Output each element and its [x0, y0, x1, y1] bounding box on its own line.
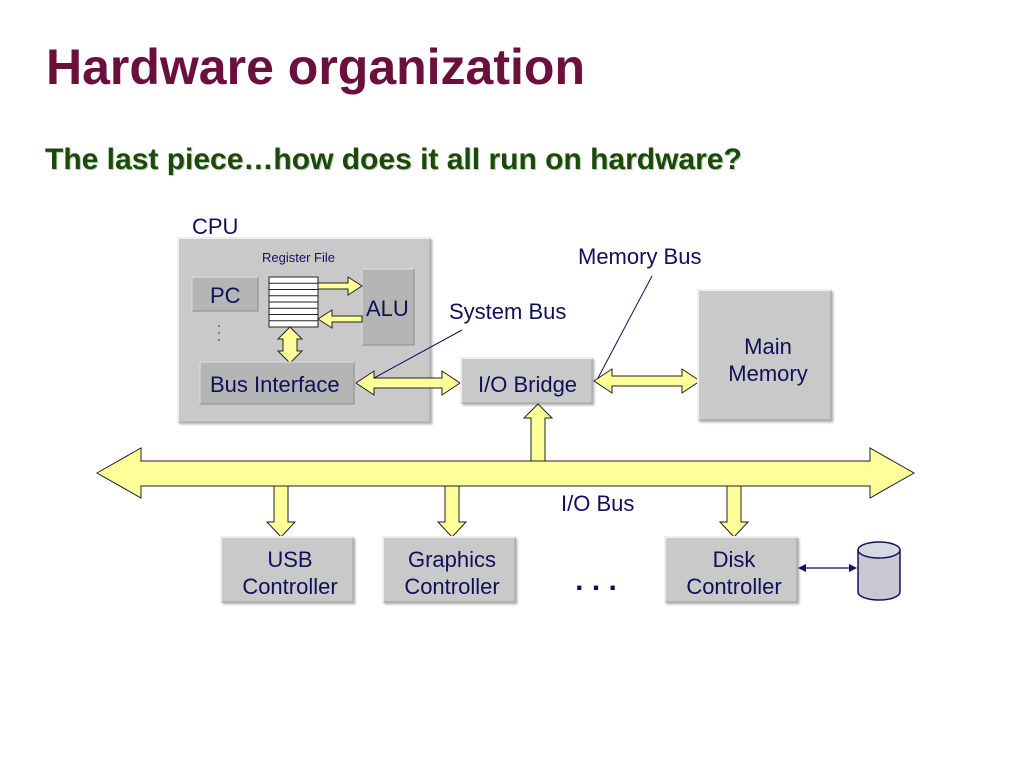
memory-bus-arrow — [593, 368, 701, 394]
slide-title: Hardware organization — [46, 39, 585, 95]
main-memory-block — [697, 289, 832, 421]
graphics-controller-block — [382, 536, 516, 603]
pc-dots — [218, 325, 220, 341]
io-bridge-block — [460, 357, 593, 404]
bus-interface-label: Bus Interface — [210, 372, 340, 397]
usb-controller-block — [220, 536, 354, 603]
usb-controller-label-line2: Controller — [242, 574, 337, 599]
disk-controller-block — [664, 536, 798, 603]
io-bus-label: I/O Bus — [561, 491, 634, 516]
disk-controller-label-line2: Controller — [686, 574, 781, 599]
io-bus — [95, 447, 916, 499]
disk-controller-label-line1: Disk — [713, 547, 757, 572]
disk-link-arrow — [798, 564, 857, 572]
register-file-label: Register File — [262, 250, 335, 265]
graphics-controller-label-line2: Controller — [404, 574, 499, 599]
graphics-controller-label-line1: Graphics — [408, 547, 496, 572]
system-bus-label: System Bus — [449, 299, 566, 324]
iobus-to-graphics-arrow — [436, 485, 468, 538]
main-memory-label-line2: Memory — [728, 361, 807, 386]
io-bridge-label: I/O Bridge — [478, 372, 577, 397]
memory-bus-label: Memory Bus — [578, 244, 701, 269]
iobus-to-disk-arrow — [718, 485, 750, 538]
iobus-to-usb-arrow — [265, 485, 297, 538]
alu-to-regfile-arrow — [317, 309, 363, 329]
register-file — [268, 276, 319, 328]
pc-label: PC — [210, 283, 241, 308]
alu-block — [361, 268, 415, 346]
more-controllers-ellipsis: . . . — [575, 564, 617, 597]
pc-register — [191, 276, 259, 312]
disk-cylinder-icon — [857, 541, 901, 601]
main-memory-label-line1: Main — [744, 334, 792, 359]
bus-interface-block — [199, 361, 355, 405]
alu-label: ALU — [366, 296, 409, 321]
io-bridge-iobus-arrow — [522, 403, 554, 462]
regfile-to-alu-arrow — [317, 276, 363, 296]
slide-subtitle: The last piece…how does it all run on ha… — [45, 143, 742, 176]
cpu-label: CPU — [192, 214, 238, 239]
usb-controller-label-line1: USB — [267, 547, 312, 572]
system-bus-pointer — [373, 329, 463, 379]
memory-bus-pointer — [597, 275, 653, 379]
